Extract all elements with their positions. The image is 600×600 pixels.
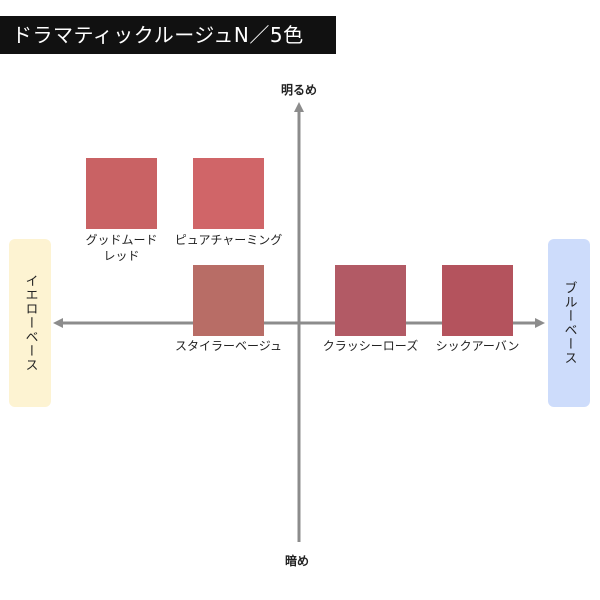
yellow-base-box: イエローベース [9,239,51,407]
swatch-label-good-mood-red: グッドムード レッド [66,232,177,264]
page-title: ドラマティックルージュN／5色 [0,16,336,54]
swatch-chic-urban [442,265,513,336]
swatch-label-pure-charming: ピュアチャーミング [174,233,283,247]
swatch-good-mood-red [86,158,157,229]
swatch-label-styler-beige: スタイラーベージュ [175,339,282,353]
blue-base-box: ブルーベース [548,239,590,407]
swatch-label-chic-urban: シックアーバン [435,339,520,353]
yellow-base-label: イエローベース [22,274,38,372]
swatch-label-line2: レッド [103,249,140,263]
swatch-classy-rose [335,265,406,336]
swatch-styler-beige [193,265,264,336]
axis-label-bottom: 暗め [285,554,310,568]
swatch-label-line1: グッドムード [85,233,158,247]
blue-base-label: ブルーベース [561,281,577,365]
swatch-pure-charming [193,158,264,229]
swatch-label-classy-rose: クラッシーローズ [322,339,419,353]
axis-label-top: 明るめ [281,83,318,97]
